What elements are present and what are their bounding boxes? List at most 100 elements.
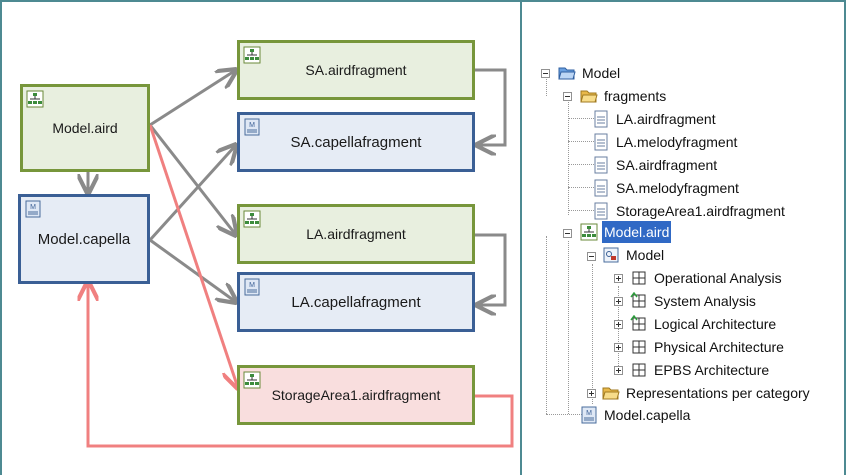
folder-open-icon bbox=[580, 90, 598, 103]
arrow-capella-to-sa-capella bbox=[148, 145, 236, 242]
tree-item-model-capella[interactable]: M Model.capella bbox=[580, 404, 692, 426]
node-label: LA.capellafragment bbox=[291, 293, 421, 311]
node-label: Model.capella bbox=[37, 230, 131, 248]
tree-item-representations[interactable]: Representations per category bbox=[602, 382, 812, 404]
folder-icon bbox=[602, 387, 620, 400]
tree-guide bbox=[568, 96, 569, 215]
aird-icon bbox=[243, 210, 261, 228]
tree-item-fragment-file[interactable]: SA.airdfragment bbox=[592, 154, 719, 176]
diagram-connections bbox=[0, 0, 514, 448]
panel-divider bbox=[520, 0, 522, 475]
tree-item-label: System Analysis bbox=[654, 293, 756, 309]
tree-item-label: StorageArea1.airdfragment bbox=[616, 203, 785, 219]
tree-guide bbox=[546, 73, 547, 96]
tree-item-label: Representations per category bbox=[626, 385, 810, 401]
svg-text:M: M bbox=[30, 204, 36, 211]
sa-airdfragment-node[interactable]: SA.airdfragment bbox=[237, 40, 475, 100]
arrow-la-aird-to-la-capella bbox=[474, 233, 507, 305]
arrow-aird-to-sa-aird bbox=[149, 70, 236, 127]
expand-toggle[interactable] bbox=[614, 343, 623, 352]
folder-open-icon bbox=[558, 67, 576, 80]
tree-item-architecture[interactable]: EPBS Architecture bbox=[630, 359, 771, 381]
fragment-file-icon bbox=[594, 133, 608, 151]
architecture-icon bbox=[632, 340, 646, 354]
tree-guide bbox=[592, 264, 593, 404]
tree-item-architecture[interactable]: Operational Analysis bbox=[630, 267, 784, 289]
tree-guide bbox=[546, 236, 547, 414]
tree-item-architecture[interactable]: Logical Architecture bbox=[630, 313, 778, 335]
architecture-icon bbox=[630, 315, 646, 331]
tree-item-label: LA.airdfragment bbox=[616, 111, 716, 127]
sa-capellafragment-node[interactable]: M SA.capellafragment bbox=[237, 112, 475, 172]
svg-text:M: M bbox=[586, 410, 592, 417]
tree-item-architecture[interactable]: Physical Architecture bbox=[630, 336, 786, 358]
architecture-icon bbox=[630, 292, 646, 308]
tree-item-label: Model bbox=[626, 247, 665, 263]
expand-toggle[interactable] bbox=[614, 366, 623, 375]
capella-file-icon: M bbox=[244, 118, 260, 136]
aird-icon bbox=[243, 371, 261, 389]
model-aird-node[interactable]: Model.aird bbox=[20, 84, 150, 172]
tree-item-model[interactable]: Model bbox=[558, 62, 622, 84]
expand-toggle[interactable] bbox=[587, 389, 596, 398]
tree-item-label: Operational Analysis bbox=[654, 270, 782, 286]
svg-text:M: M bbox=[249, 282, 255, 289]
node-label: Model.aird bbox=[52, 120, 118, 136]
storagearea1-airdfragment-node[interactable]: StorageArea1.airdfragment bbox=[237, 365, 475, 425]
aird-icon bbox=[580, 223, 598, 241]
tree-item-fragment-file[interactable]: LA.airdfragment bbox=[592, 108, 718, 130]
tree-item-fragments[interactable]: fragments bbox=[580, 85, 668, 107]
collapse-toggle[interactable] bbox=[587, 252, 596, 261]
tree-guide bbox=[546, 414, 582, 415]
tree-item-label: EPBS Architecture bbox=[654, 362, 770, 378]
arrow-capella-to-la-capella bbox=[149, 238, 236, 302]
expand-toggle[interactable] bbox=[614, 297, 623, 306]
aird-icon bbox=[243, 46, 261, 64]
fragment-file-icon bbox=[594, 156, 608, 174]
arrow-aird-to-la-aird bbox=[148, 124, 236, 235]
tree-item-label: Model.aird bbox=[602, 221, 672, 243]
fragment-file-icon bbox=[594, 179, 608, 197]
node-label: LA.airdfragment bbox=[306, 226, 406, 242]
tree-item-model-aird[interactable]: Model.aird bbox=[580, 221, 672, 243]
capella-file-icon: M bbox=[244, 278, 260, 296]
tree-item-architecture[interactable]: System Analysis bbox=[630, 290, 758, 312]
tree-item-label: Physical Architecture bbox=[654, 339, 784, 355]
expand-toggle[interactable] bbox=[614, 320, 623, 329]
tree-item-fragment-file[interactable]: StorageArea1.airdfragment bbox=[592, 200, 787, 222]
arrow-sa-aird-to-sa-capella bbox=[474, 68, 507, 145]
expand-toggle[interactable] bbox=[614, 274, 623, 283]
tree-item-label: fragments bbox=[604, 88, 667, 104]
collapse-toggle[interactable] bbox=[563, 92, 572, 101]
model-capella-node[interactable]: M Model.capella bbox=[18, 194, 150, 284]
tree-guide bbox=[568, 210, 594, 211]
capella-file-icon: M bbox=[25, 200, 41, 218]
tree-item-label: Logical Architecture bbox=[654, 316, 777, 332]
fragment-file-icon bbox=[594, 202, 608, 220]
node-label: SA.airdfragment bbox=[305, 62, 407, 78]
capella-file-icon: M bbox=[581, 406, 597, 424]
collapse-toggle[interactable] bbox=[563, 229, 572, 238]
architecture-icon bbox=[632, 271, 646, 285]
package-icon bbox=[603, 247, 619, 263]
collapse-toggle[interactable] bbox=[541, 69, 550, 78]
la-capellafragment-node[interactable]: M LA.capellafragment bbox=[237, 272, 475, 332]
architecture-icon bbox=[632, 363, 646, 377]
fragment-file-icon bbox=[594, 110, 608, 128]
tree-guide bbox=[568, 187, 594, 188]
tree-guide bbox=[568, 141, 594, 142]
tree-item-inner-model[interactable]: Model bbox=[602, 244, 666, 266]
tree-item-label: SA.airdfragment bbox=[616, 157, 718, 173]
tree-item-fragment-file[interactable]: LA.melodyfragment bbox=[592, 131, 739, 153]
tree-item-fragment-file[interactable]: SA.melodyfragment bbox=[592, 177, 741, 199]
tree-item-label: Model.capella bbox=[604, 407, 691, 423]
tree-item-label: SA.melodyfragment bbox=[616, 180, 739, 196]
tree-guide bbox=[568, 164, 594, 165]
arrow-storage-to-capella bbox=[88, 282, 514, 448]
tree-guide bbox=[568, 118, 594, 119]
tree-item-label: Model bbox=[582, 65, 621, 81]
la-airdfragment-node[interactable]: LA.airdfragment bbox=[237, 204, 475, 264]
arrow-aird-to-storage bbox=[148, 124, 238, 388]
node-label: SA.capellafragment bbox=[290, 133, 422, 151]
